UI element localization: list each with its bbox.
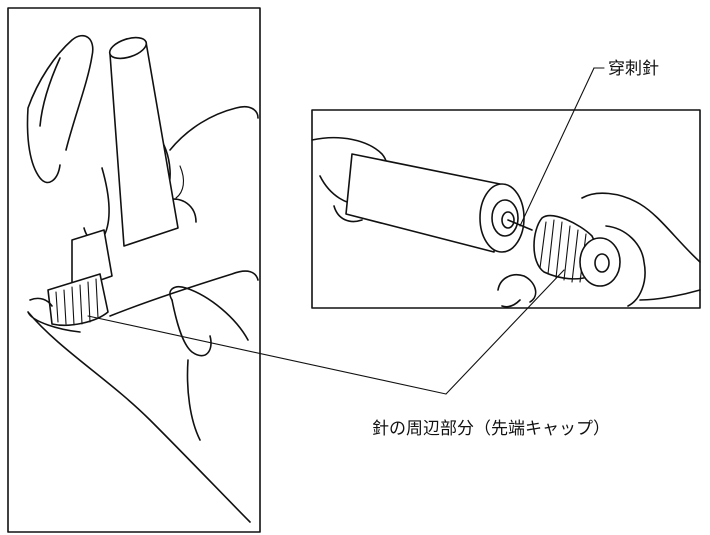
leader-line-needle (519, 67, 595, 227)
upper-hand-finger-1 (39, 57, 61, 127)
device-cap (47, 273, 109, 327)
cap-end-hole (594, 253, 610, 273)
device-cap-ribs (55, 278, 99, 326)
lower-hand-back (109, 270, 259, 317)
lower-hand-finger (171, 299, 212, 357)
upper-hand-crease (175, 165, 185, 199)
device-top-end (108, 36, 148, 60)
right-panel-lower-finger (497, 274, 537, 308)
left-panel (7, 7, 261, 533)
right-panel-frame (311, 109, 701, 309)
tip-cap-removed (533, 214, 621, 287)
upper-hand-finger-2 (83, 167, 110, 243)
lower-hand-wrist (186, 359, 201, 441)
lower-hand-thumb (169, 285, 249, 341)
leader-line-cap-left (87, 315, 447, 395)
left-panel-frame (7, 7, 261, 533)
leader-line-cap-right (445, 269, 565, 395)
leader-lines (87, 67, 605, 395)
lancet-device-right (345, 153, 533, 253)
right-panel (311, 109, 701, 309)
device-barrel (109, 41, 179, 247)
needle-label: 穿刺針 (608, 59, 659, 79)
lower-finger (27, 297, 251, 523)
device-barrel-right (345, 153, 501, 253)
device-neck (71, 229, 113, 291)
right-panel-right-hand (581, 192, 701, 307)
cap-ribs (539, 219, 587, 283)
upper-hand-thumb (169, 105, 259, 151)
lancet-device-left (47, 36, 179, 327)
upper-hand-outline (26, 34, 94, 184)
cap-label: 針の周辺部分（先端キャップ） (372, 419, 610, 439)
